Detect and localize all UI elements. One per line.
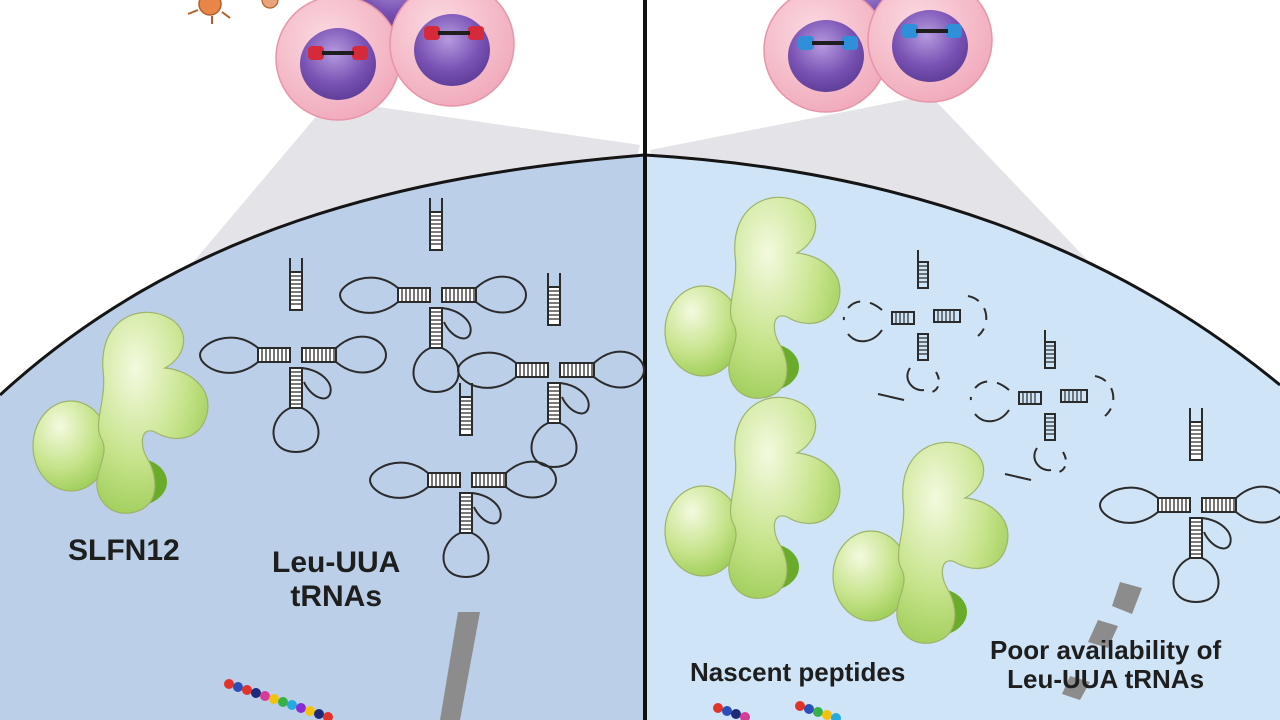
ribosome-exit-marker bbox=[440, 612, 480, 720]
leu-uua-trnas-label-line1: Leu-UUA bbox=[272, 546, 401, 579]
leu-uua-trnas-label: Leu-UUA tRNAs bbox=[272, 546, 400, 613]
cell-icon bbox=[275, 0, 515, 121]
nascent-peptides-label: Nascent peptides bbox=[690, 657, 906, 687]
poor-availability-label-line1: Poor availability of bbox=[990, 635, 1222, 665]
poor-availability-label: Poor availability of Leu-UUA tRNAs bbox=[990, 635, 1222, 695]
nascent-peptide-icon bbox=[795, 701, 841, 720]
cell-icon bbox=[763, 0, 993, 113]
slfn12-label: SLFN12 bbox=[68, 534, 180, 567]
leu-uua-trnas-label-line2: tRNAs bbox=[290, 579, 382, 613]
nascent-peptide-icon bbox=[224, 679, 333, 720]
nascent-peptide-icon bbox=[713, 703, 750, 720]
poor-availability-label-line2: Leu-UUA tRNAs bbox=[1007, 664, 1205, 695]
cell-panel-left bbox=[0, 155, 645, 720]
bacteria-icon bbox=[187, 0, 279, 24]
ribosome-exit-marker bbox=[1062, 582, 1142, 700]
